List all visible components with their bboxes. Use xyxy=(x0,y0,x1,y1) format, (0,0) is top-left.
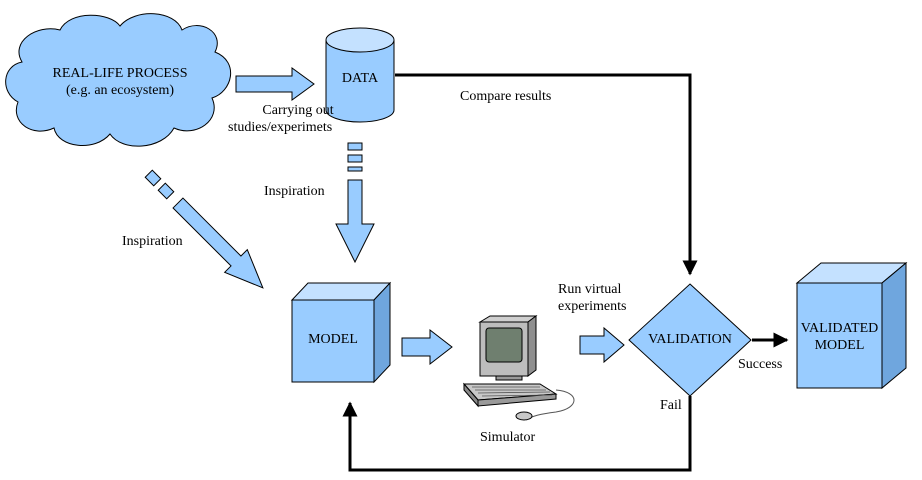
data-to-model-arrow xyxy=(335,142,375,264)
carrying-label: Carrying out xyxy=(258,103,338,119)
cloud-to-data-arrow xyxy=(235,67,315,101)
database-cylinder xyxy=(325,27,395,123)
model-label: MODEL xyxy=(308,332,358,347)
compare-results-label: Compare results xyxy=(460,89,552,104)
inspiration-data-label: Inspiration xyxy=(264,184,325,199)
carrying-line2: studies/experimets xyxy=(228,120,333,135)
validated-model-label: VALIDATED MODEL xyxy=(797,320,882,354)
cloud-label: REAL-LIFE PROCESS (e.g. an ecosystem) xyxy=(30,65,210,99)
validated-model-cube xyxy=(795,261,908,390)
cloud-label-line1: REAL-LIFE PROCESS xyxy=(52,66,188,81)
simulator-to-validation-arrow xyxy=(579,326,625,364)
model-to-simulator-arrow xyxy=(401,328,453,366)
validated-line2: MODEL xyxy=(814,338,865,353)
carrying-line1: Carrying out xyxy=(262,103,334,118)
simulator-label: Simulator xyxy=(480,430,536,445)
data-label: DATA xyxy=(341,71,379,86)
cloud-shape xyxy=(5,13,232,147)
run-line1: Run virtual xyxy=(558,282,622,297)
fail-label: Fail xyxy=(660,398,682,413)
compare-results-connector xyxy=(395,73,698,276)
validation-label: VALIDATION xyxy=(648,332,732,347)
cloud-label-line2: (e.g. an ecosystem) xyxy=(65,83,175,98)
inspiration-cloud-label: Inspiration xyxy=(122,234,183,249)
success-label: Success xyxy=(738,357,783,372)
fail-connector xyxy=(342,396,692,472)
cloud-to-model-arrow xyxy=(144,169,264,289)
validated-line1: VALIDATED xyxy=(800,321,879,336)
model-cube xyxy=(290,281,392,384)
computer-icon xyxy=(462,315,575,421)
run-line2: experiments xyxy=(558,299,627,314)
